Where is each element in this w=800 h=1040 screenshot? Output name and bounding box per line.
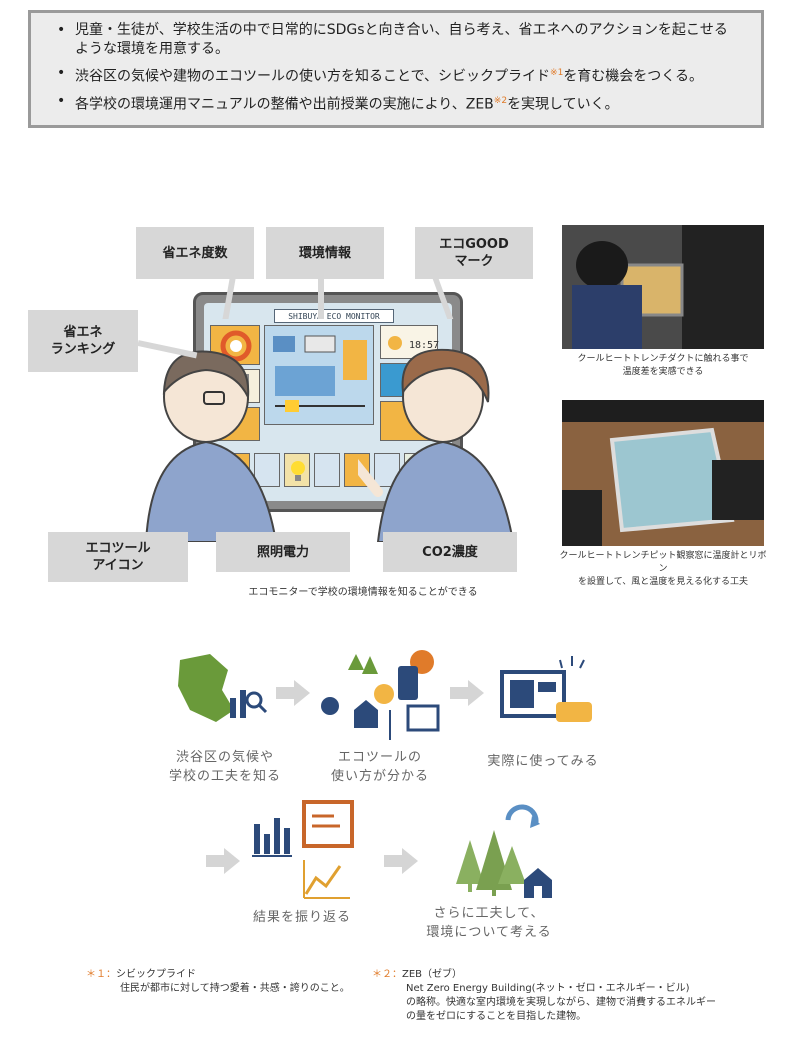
summary-bullet-3-text: 各学校の環境運用マニュアルの整備や出前授業の実施により、ZEB [75,96,494,113]
summary-bullet-2: 渋谷区の気候や建物のエコツールの使い方を知ることで、シビックプライド※1を育む機… [57,64,741,87]
eco-monitor-illustration: SHIBUYA ECO MONITOR 18:57 [28,222,533,598]
callout-env-info: 環境情報 [266,227,384,279]
eco-tool-tile-4 [314,453,340,487]
building-diagram-icon [273,335,367,412]
photo1-caption: クールヒートトレンチダクトに触れる事で 温度差を実感できる [577,354,749,377]
eco-tool-tile-2 [254,453,280,487]
eco-tools-icon [321,650,440,740]
photo-trench-duct-image [562,225,764,349]
step-2-label: エコツールの 使い方が分かる [330,750,429,784]
footnote-1: ＊１：シビックプライド 住民が都市に対して持つ愛着・共感・誇りのこと。 [86,968,376,996]
summary-bullet-2-text: 渋谷区の気候や建物のエコツールの使い方を知ることで、シビックプライド [75,68,551,85]
svg-text:18:57: 18:57 [409,340,439,351]
gauge-icon [220,330,252,362]
callout-ranking: 省エネ ランキング [28,310,138,372]
arrow-right-icon [450,680,484,706]
bulb-icon [291,461,305,481]
arrow-right-icon [206,848,240,874]
arrow-right-icon [384,848,418,874]
callout-eco-good: エコGOOD マーク [415,227,533,279]
arrow-right-icon [276,680,310,706]
illustration-caption: エコモニターで学校の環境情報を知ることができる [248,587,478,598]
step-1-label: 渋谷区の気候や 学校の工夫を知る [168,750,281,784]
footnote-ref-1: ※1 [550,68,564,78]
photo-trench-pit-image [562,400,764,546]
environment-info-tile [264,325,374,425]
energy-gauge-tile [210,325,260,365]
footnote-2-body: Net Zero Energy Building(ネット・ゼロ・エネルギー・ビル… [406,983,716,1022]
student-right-illustration [358,348,515,542]
summary-bullet-1-text: 児童・生徒が、学校生活の中で日常的にSDGsと向き合い、自ら考え、省エネへのアク… [75,22,728,57]
photo-trench-duct [562,225,764,349]
footnote-1-title: シビックプライド [116,969,196,980]
footnote-2-title: ZEB（ゼブ） [402,969,463,980]
summary-bullet-3-tail: を実現していく。 [507,96,619,113]
step-5-label: さらに工夫して、 環境について考える [426,906,552,940]
step-4-label: 結果を振り返る [252,910,351,925]
callout-co2: CO2濃度 [383,532,517,572]
review-results-icon [252,800,354,899]
photo-trench-pit [562,400,764,546]
flower-icon: 18:57 [388,336,439,351]
monitor-title: SHIBUYA ECO MONITOR [274,309,394,323]
lighting-tile [284,453,310,487]
touch-screen-icon [500,656,592,722]
summary-bullet-3: 各学校の環境運用マニュアルの整備や出前授業の実施により、ZEB※2を実現していく… [57,92,741,115]
summary-list: 児童・生徒が、学校生活の中で日常的にSDGsと向き合い、自ら考え、省エネへのアク… [57,21,741,114]
summary-box: 児童・生徒が、学校生活の中で日常的にSDGsと向き合い、自ら考え、省エネへのアク… [28,10,764,128]
forest-house-icon [456,804,552,898]
step-3-label: 実際に使ってみる [487,754,599,769]
callout-lighting-power: 照明電力 [216,532,350,572]
leader-env-info [318,279,324,319]
footnote-1-body: 住民が都市に対して持つ愛着・共感・誇りのこと。 [120,983,350,994]
footnote-2: ＊２：ZEB（ゼブ） Net Zero Energy Building(ネット・… [372,968,772,1024]
student-left-illustration [144,350,278,542]
shibuya-map-icon [178,654,268,722]
callout-energy-index: 省エネ度数 [136,227,254,279]
summary-bullet-2-tail: を育む機会をつくる。 [563,68,704,85]
callout-eco-tool-icon: エコツール アイコン [48,532,188,582]
footnote-1-mark: ＊１： [86,969,116,980]
photo2-caption: クールヒートトレンチピット観察窓に温度計とリボン を設置して、風と温度を見える化… [559,551,767,587]
eco-good-tile: 18:57 [380,325,439,359]
footnote-ref-2: ※2 [493,95,508,106]
footnote-2-mark: ＊２： [372,969,402,980]
summary-bullet-1: 児童・生徒が、学校生活の中で日常的にSDGsと向き合い、自ら考え、省エネへのアク… [57,21,741,59]
